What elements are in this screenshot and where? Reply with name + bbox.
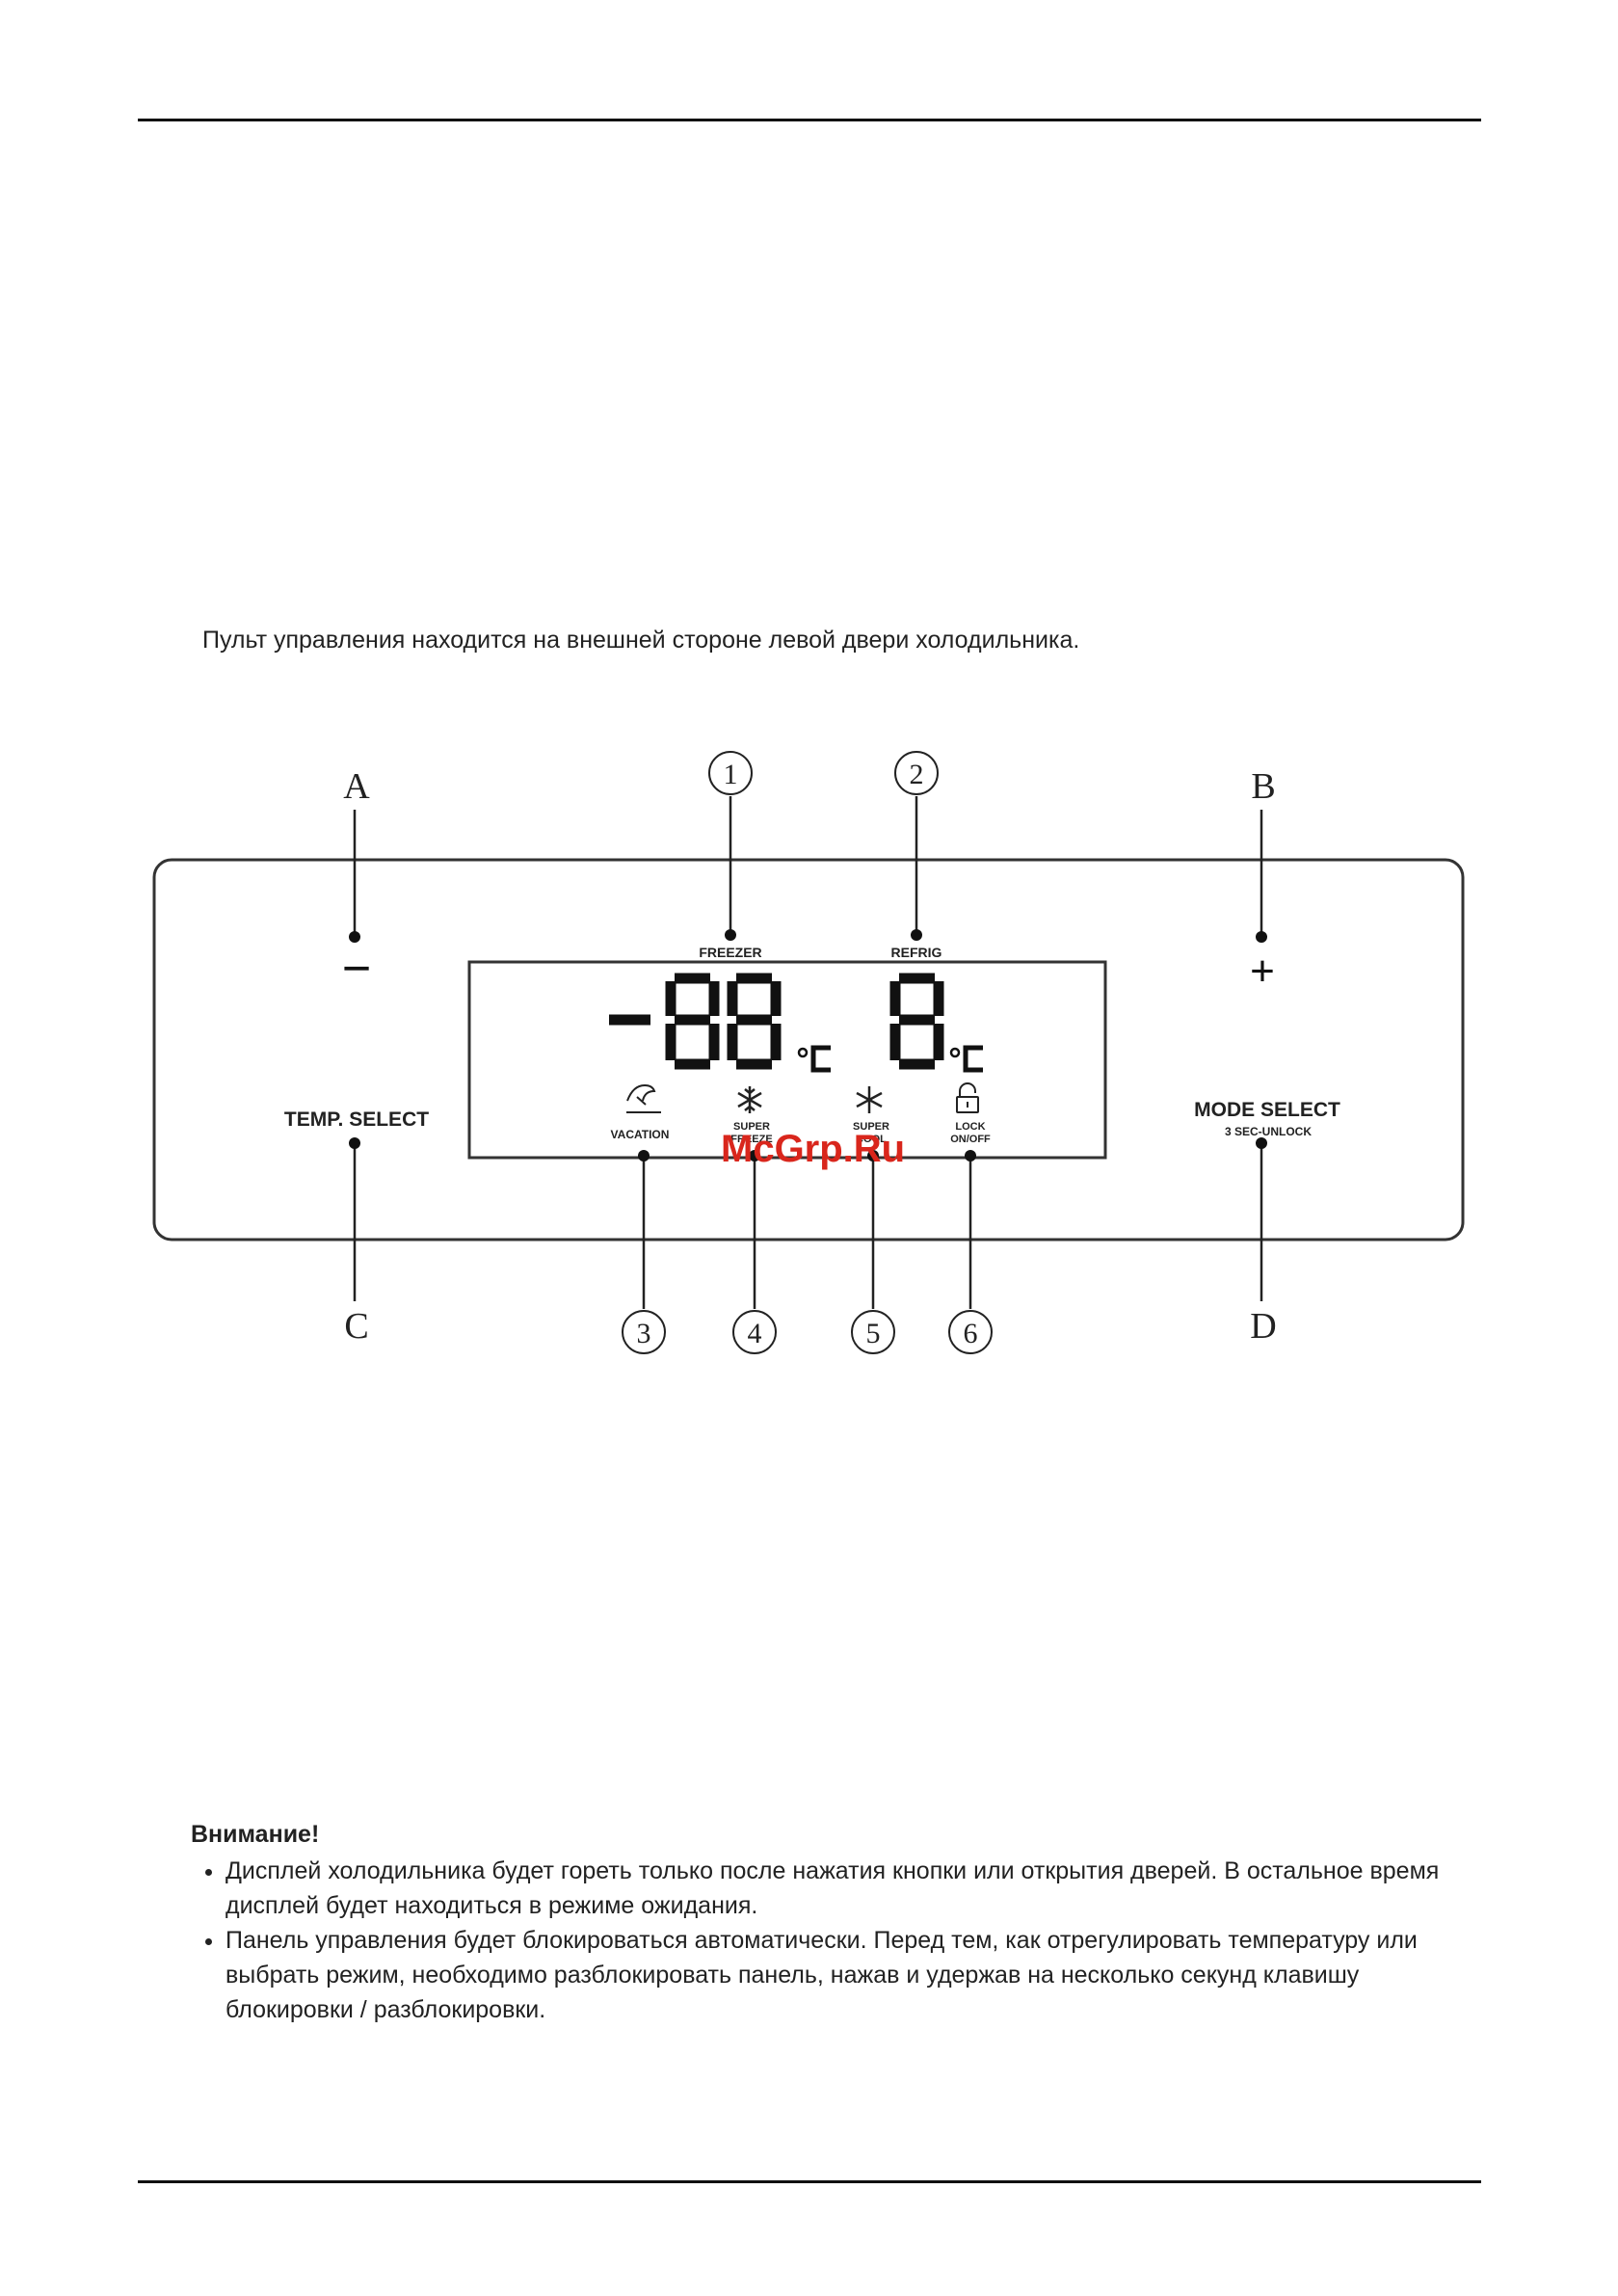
mode-select-button[interactable]: MODE SELECT	[1194, 1099, 1340, 1121]
freezer-label: FREEZER	[699, 945, 761, 960]
dot-4	[749, 1150, 760, 1161]
super-freeze-label-1: SUPER	[733, 1121, 770, 1133]
panel-outline	[152, 858, 1465, 1241]
minus-button[interactable]: −	[342, 941, 371, 997]
callout-2: 2	[910, 759, 924, 790]
callout-4: 4	[748, 1318, 762, 1349]
refrig-label: REFRIG	[891, 945, 942, 960]
bottom-rule	[138, 2180, 1481, 2183]
lock-icon	[956, 1082, 979, 1113]
freezer-unit	[797, 1045, 831, 1073]
top-rule	[138, 119, 1481, 121]
list-item: Панель управления будет блокироваться ав…	[225, 1923, 1453, 2027]
lock-label-2: ON/OFF	[950, 1134, 991, 1145]
dot-6	[965, 1150, 976, 1161]
vacation-label: VACATION	[611, 1128, 670, 1141]
vacation-icon	[626, 1083, 661, 1113]
lock-label-1: LOCK	[955, 1121, 985, 1133]
super-cool-label-2: COOL	[856, 1134, 887, 1145]
notes-section: Внимание! Дисплей холодильника будет гор…	[191, 1817, 1453, 2027]
intro-text: Пульт управления находится на внешней ст…	[202, 627, 1080, 654]
notes-title: Внимание!	[191, 1821, 320, 1848]
list-item: Дисплей холодильника будет гореть только…	[225, 1854, 1453, 1923]
watermark-text: McGrp.Ru	[721, 1128, 906, 1170]
callout-5: 5	[866, 1318, 881, 1349]
dot-d	[1256, 1137, 1267, 1149]
snowflake-icon	[737, 1086, 762, 1113]
plus-button[interactable]: +	[1250, 948, 1275, 995]
callout-1: 1	[724, 759, 738, 790]
callout-6: 6	[964, 1318, 978, 1349]
freezer-temperature-display	[609, 973, 782, 1070]
super-cool-icon	[856, 1086, 883, 1113]
dot-c	[349, 1137, 360, 1149]
mode-select-sublabel: 3 SEC-UNLOCK	[1225, 1125, 1312, 1138]
super-cool-label-1: SUPER	[853, 1121, 889, 1133]
refrig-unit	[949, 1045, 983, 1073]
display-window	[467, 960, 1107, 1160]
dot-a	[349, 931, 360, 943]
refrig-temperature-display	[889, 973, 944, 1070]
callout-c: C	[344, 1306, 368, 1347]
notes-list: Дисплей холодильника будет гореть только…	[191, 1854, 1453, 2027]
callout-d: D	[1250, 1306, 1276, 1347]
temp-select-button[interactable]: TEMP. SELECT	[284, 1108, 429, 1131]
callout-a: A	[343, 766, 370, 807]
dot-3	[638, 1150, 650, 1161]
dot-b	[1256, 931, 1267, 943]
callout-b: B	[1251, 766, 1275, 807]
dot-5	[867, 1150, 879, 1161]
super-freeze-label-2: FREEZE	[730, 1134, 772, 1145]
callout-3: 3	[637, 1318, 651, 1349]
dot-1	[725, 929, 736, 941]
dot-2	[911, 929, 922, 941]
